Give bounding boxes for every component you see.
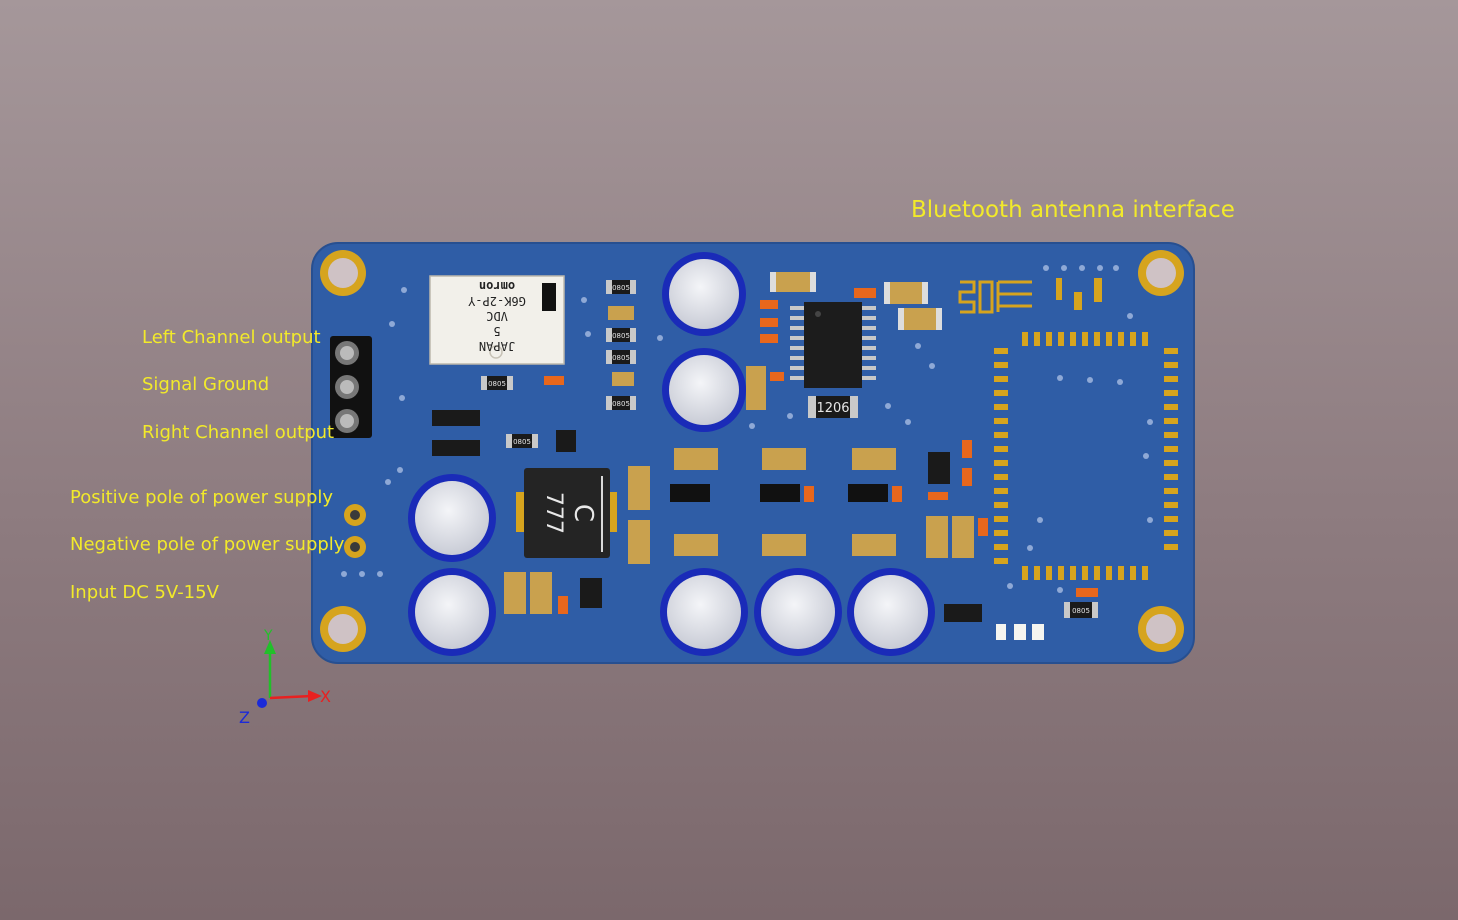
label-left-channel: Left Channel output <box>142 327 321 348</box>
component-1206: 1206 <box>808 396 858 418</box>
mounting-holes <box>320 250 1184 652</box>
output-header <box>330 336 372 438</box>
axis-indicator: Y X Z <box>239 628 331 727</box>
relay-text-line2: 5 <box>493 324 500 338</box>
relay-text-line5: omron <box>479 279 515 293</box>
amplifier-ic <box>790 302 876 388</box>
inductor-text-line2: 777 <box>541 492 566 534</box>
inductor: C 777 <box>516 468 617 558</box>
label-0805-e: 0805 <box>488 380 506 388</box>
axis-x-label: X <box>320 687 331 706</box>
axis-z-label: Z <box>239 708 250 727</box>
vias <box>341 265 1153 593</box>
label-positive-pole: Positive pole of power supply <box>70 487 334 508</box>
inductor-text-line1: C <box>568 504 598 522</box>
label-right-channel: Right Channel output <box>142 422 335 443</box>
antenna-trace <box>958 278 1102 314</box>
power-pads <box>344 504 366 558</box>
axis-y-label: Y <box>263 628 273 644</box>
capacitors <box>408 252 935 656</box>
bluetooth-module-footprint <box>994 332 1178 580</box>
smd-components <box>432 272 1098 640</box>
label-signal-ground: Signal Ground <box>142 374 270 395</box>
label-negative-pole: Negative pole of power supply <box>70 534 345 555</box>
label-0805-d: 0805 <box>612 400 630 408</box>
label-0805-a: 0805 <box>612 284 630 292</box>
relay-text-line1: JAPAN <box>479 339 515 353</box>
label-1206: 1206 <box>816 401 849 416</box>
label-input-dc: Input DC 5V-15V <box>70 582 219 603</box>
label-0805-g: 0805 <box>1072 607 1090 615</box>
relay-text-line4: G6K-2P-Y <box>467 294 526 308</box>
label-0805-b: 0805 <box>612 332 630 340</box>
label-0805-f: 0805 <box>513 438 531 446</box>
label-0805-c: 0805 <box>612 354 630 362</box>
relay: JAPAN 5 VDC G6K-2P-Y omron <box>429 275 565 365</box>
relay-text-line3: VDC <box>486 309 508 323</box>
label-bluetooth-antenna: Bluetooth antenna interface <box>911 197 1235 223</box>
